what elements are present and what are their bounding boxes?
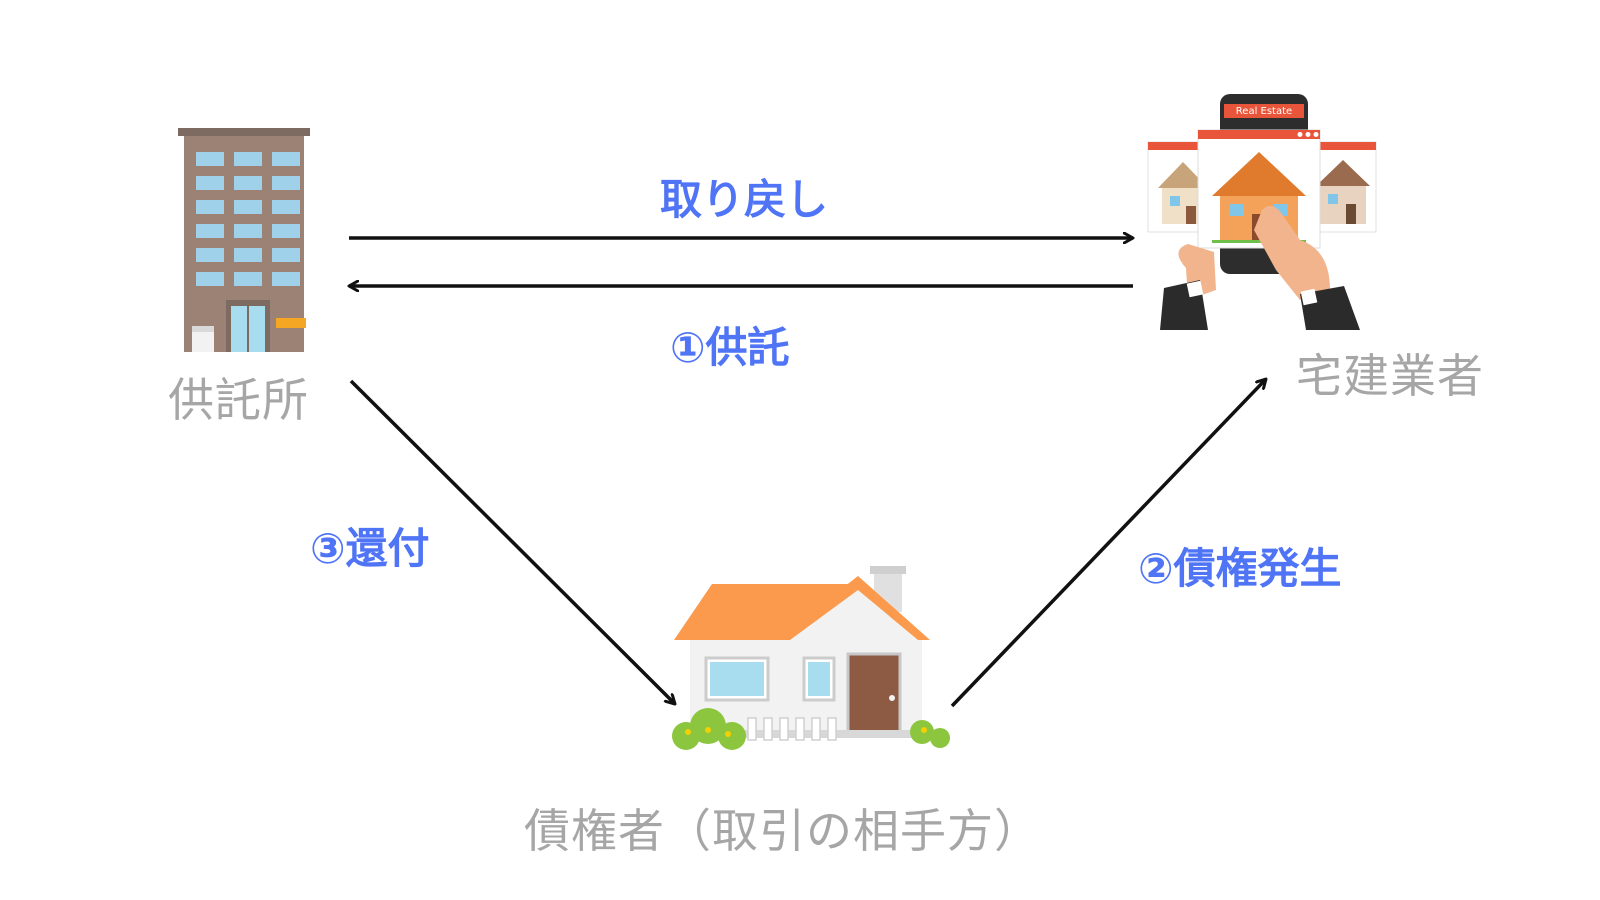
listing-card-right — [1309, 141, 1377, 233]
node-label-creditor: 債権者（取引の相手方） — [524, 804, 1041, 858]
node-label-broker: 宅建業者 — [1296, 349, 1484, 403]
real-estate-app-tablet-icon: Real Estate — [1147, 94, 1377, 330]
arrow-claim — [950, 379, 1266, 708]
edge-label-claim: ②債権発生 — [1138, 544, 1342, 593]
app-screen-title: Real Estate — [1236, 106, 1292, 117]
edge-label-withdrawal: 取り戻し — [660, 175, 829, 224]
office-building-icon — [178, 128, 310, 352]
house-icon — [672, 566, 950, 750]
edge-label-deposit: ①供託 — [670, 323, 790, 372]
node-label-depository: 供託所 — [168, 373, 309, 427]
arrow-refund — [349, 379, 675, 704]
edge-label-refund: ③還付 — [310, 524, 430, 573]
